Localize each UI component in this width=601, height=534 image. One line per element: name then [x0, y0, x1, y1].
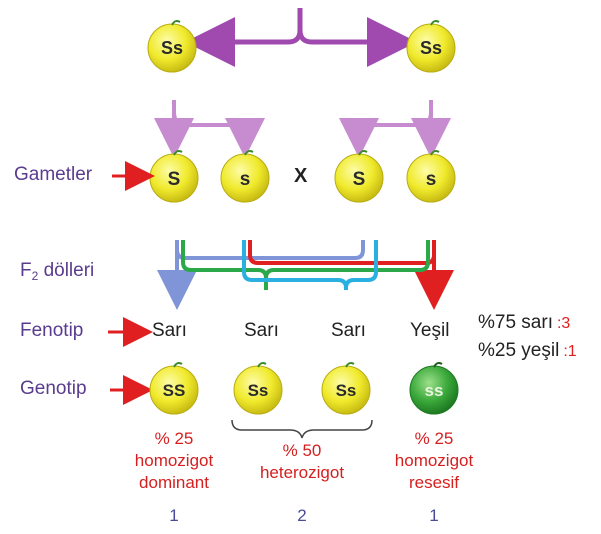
f2-offspring-label: F2 dölleri	[20, 260, 94, 283]
cross-symbol: X	[294, 165, 308, 187]
parent-genotype-label: Ss	[161, 38, 183, 58]
gamete-pea: s	[220, 150, 270, 203]
group-heterozygous: % 50 heterozigot	[237, 440, 367, 484]
group-type: homozigot	[394, 451, 474, 470]
gamete-arrow-right	[339, 100, 451, 158]
phenotype-text: Sarı	[152, 320, 187, 341]
gametes-label: Gametler	[14, 164, 93, 185]
group-subtype: resesif	[408, 473, 460, 492]
phenotype-label: Fenotip	[20, 320, 84, 341]
offspring-genotype-label: Ss	[336, 381, 357, 400]
f2-suffix: dölleri	[38, 260, 95, 281]
f2-subscript: 2	[31, 269, 39, 283]
group-percent: % 50	[282, 441, 322, 460]
stat-ratio: :3	[556, 315, 571, 332]
group-count: 1	[429, 506, 439, 525]
genotype-label: Genotip	[20, 378, 87, 399]
group-percent: % 25	[414, 429, 454, 448]
stat-text: %75 sarı	[478, 312, 553, 333]
group-type: homozigot	[134, 451, 214, 470]
gamete-allele-label: s	[240, 169, 251, 190]
offspring-genotype-label: SS	[163, 381, 186, 400]
group-count: 2	[297, 506, 307, 525]
gamete-allele-label: s	[426, 169, 437, 190]
parent-cross-connector	[185, 8, 417, 67]
phenotype-text: Sarı	[244, 320, 279, 341]
heterozygote-brace	[231, 419, 373, 439]
group-count: 1	[169, 506, 179, 525]
parent-genotype-label: Ss	[420, 38, 442, 58]
f2-prefix: F	[20, 260, 32, 281]
offspring-pea-ss-hetero: Ss	[233, 362, 283, 415]
offspring-pea-ss-hetero: Ss	[321, 362, 371, 415]
parent-pea-right: Ss	[406, 20, 456, 73]
stat-text: %25 yeşil	[478, 340, 560, 361]
offspring-pea-ss-dominant: SS	[149, 362, 199, 415]
offspring-pea-ss-recessive: ss	[409, 362, 459, 415]
gamete-allele-label: S	[353, 169, 366, 190]
group-type: heterozigot	[259, 463, 345, 482]
gamete-pea: s	[406, 150, 456, 203]
phenotype-text: Yeşil	[410, 320, 450, 341]
gamete-arrow-left	[154, 100, 265, 158]
group-homozygous-recessive: % 25 homozigot resesif	[369, 428, 499, 494]
phenotype-ratio-recessive: %25 yeşil:1	[478, 340, 577, 362]
gamete-allele-label: S	[168, 169, 181, 190]
offspring-genotype-label: Ss	[248, 381, 269, 400]
gamete-pea: S	[334, 150, 384, 203]
gamete-pea: S	[149, 150, 199, 203]
group-percent: % 25	[154, 429, 194, 448]
group-subtype: dominant	[139, 473, 209, 492]
parent-pea-left: Ss	[147, 20, 197, 73]
phenotype-text: Sarı	[331, 320, 366, 341]
group-homozygous-dominant: % 25 homozigot dominant	[109, 428, 239, 494]
phenotype-ratio-dominant: %75 sarı:3	[478, 312, 570, 334]
fertilization-lines	[157, 240, 454, 310]
offspring-genotype-label: ss	[425, 381, 444, 400]
stat-ratio: :1	[563, 343, 577, 360]
